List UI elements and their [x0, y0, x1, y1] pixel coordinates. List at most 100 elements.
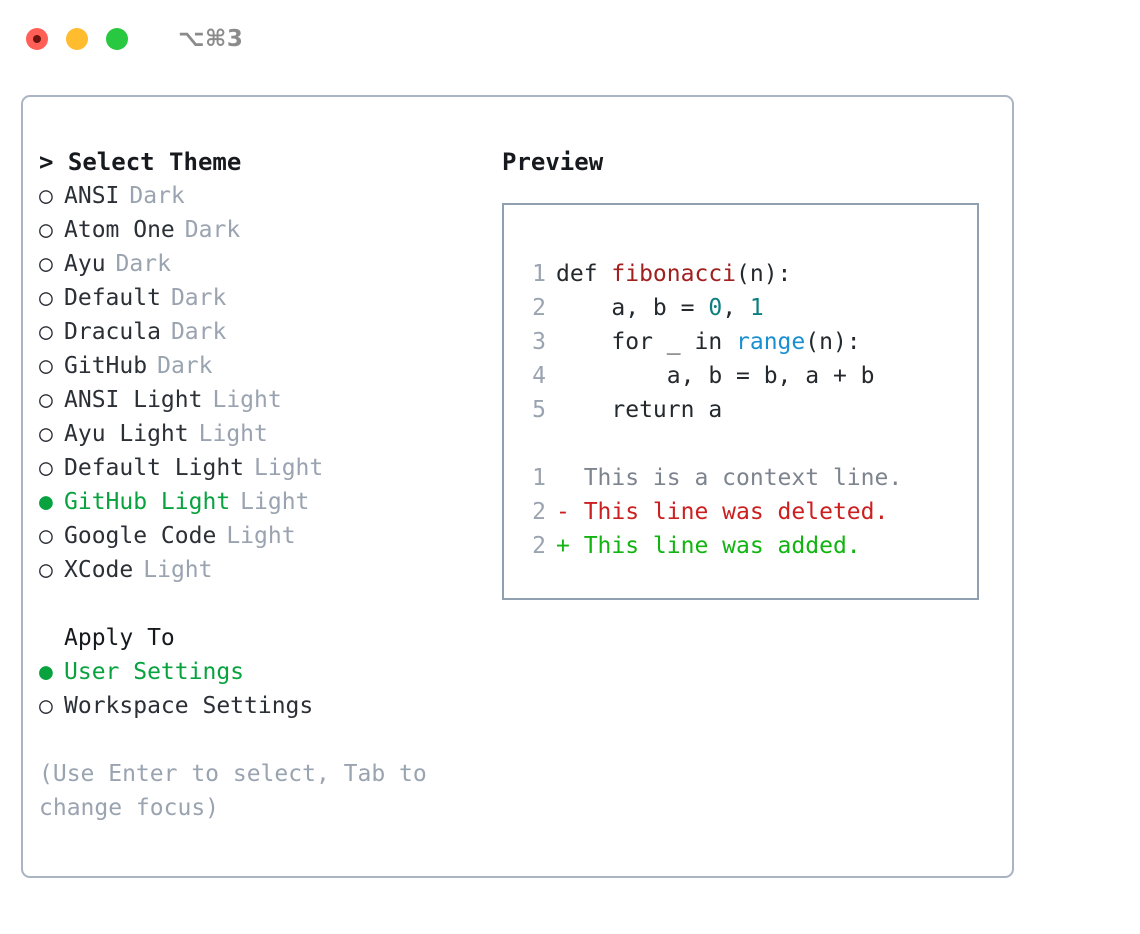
- diff-line-number: 1: [532, 465, 546, 491]
- code-token-plain: for _ in: [556, 329, 737, 355]
- theme-option-badge: Light: [240, 489, 310, 515]
- code-line-content: a, b = 0, 1: [556, 291, 763, 325]
- code-line: 2 a, b = 0, 1: [504, 291, 977, 325]
- theme-option-label: XCode: [64, 557, 134, 583]
- theme-option-badge: Light: [212, 387, 282, 413]
- theme-option-label: GitHub: [64, 353, 148, 379]
- code-token-num: 0: [708, 295, 723, 321]
- theme-option-label: ANSI: [64, 183, 120, 209]
- theme-option-default[interactable]: ○ Default Dark: [39, 281, 489, 315]
- apply-to-option-list[interactable]: ● User Settings ○Workspace Settings: [39, 655, 489, 723]
- radio-unselected-icon: ○: [39, 387, 53, 413]
- diff-line-del: 2- This line was deleted.: [504, 495, 977, 529]
- minimize-button[interactable]: [66, 28, 88, 50]
- code-line: 5 return a: [504, 393, 977, 427]
- theme-option-badge: Dark: [170, 285, 227, 311]
- radio-selected-icon: ●: [39, 659, 53, 685]
- code-token-plain: return a: [556, 397, 723, 423]
- radio-unselected-icon: ○: [39, 523, 53, 549]
- apply-to-option-workspace-settings[interactable]: ○Workspace Settings: [39, 689, 489, 723]
- radio-unselected-icon: ○: [39, 353, 53, 379]
- code-line-number: 1: [532, 261, 546, 287]
- radio-unselected-icon: ○: [39, 421, 53, 447]
- radio-unselected-icon: ○: [39, 251, 53, 277]
- apply-to-heading: ○ Apply To: [39, 621, 489, 655]
- theme-option-ansi-light[interactable]: ○ ANSI Light Light: [39, 383, 489, 417]
- code-token-plain: ,: [722, 295, 750, 321]
- preview-spacer: [504, 427, 977, 461]
- code-token-plain: a, b =: [556, 295, 709, 321]
- preview-heading: Preview: [502, 148, 604, 176]
- code-line-number: 3: [532, 329, 546, 355]
- theme-option-google-code[interactable]: ○ Google Code Light: [39, 519, 489, 553]
- theme-option-ayu-light[interactable]: ○ Ayu Light Light: [39, 417, 489, 451]
- apply-to-label: Apply To: [64, 625, 175, 651]
- theme-option-ayu[interactable]: ○ Ayu Dark: [39, 247, 489, 281]
- diff-line-text: + This line was added.: [556, 533, 861, 559]
- code-token-plain: (n):: [805, 329, 861, 355]
- theme-option-label: Google Code: [64, 523, 217, 549]
- theme-option-label: ANSI Light: [64, 387, 203, 413]
- code-line-content: return a: [556, 393, 722, 427]
- theme-option-label: GitHub Light: [64, 489, 231, 515]
- code-token-call: range: [736, 329, 806, 355]
- maximize-button[interactable]: [106, 28, 128, 50]
- theme-option-label: Default Light: [64, 455, 245, 481]
- theme-option-badge: Dark: [157, 353, 213, 379]
- apply-to-option-label: User Settings: [64, 659, 245, 685]
- code-token-plain: (n):: [736, 261, 792, 287]
- code-line-number: 5: [532, 397, 546, 423]
- apply-to-option-user-settings[interactable]: ● User Settings: [39, 655, 489, 689]
- theme-option-github-light[interactable]: ● GitHub Light Light: [39, 485, 489, 519]
- theme-option-badge: Light: [226, 523, 296, 549]
- code-token-plain: def: [556, 261, 612, 287]
- keyboard-shortcut-label: ⌥⌘3: [178, 26, 244, 52]
- diff-line-text: This is a context line.: [556, 465, 903, 491]
- code-line-number: 4: [532, 363, 546, 389]
- theme-option-label: Atom One: [64, 217, 175, 243]
- theme-option-badge: Dark: [129, 183, 185, 209]
- radio-unselected-icon: ○: [39, 285, 53, 311]
- theme-option-label: Ayu Light: [64, 421, 189, 447]
- code-line: 1 def fibonacci(n):: [504, 257, 977, 291]
- theme-option-badge: Dark: [184, 217, 241, 243]
- theme-option-badge: Dark: [170, 319, 227, 345]
- code-line-content: def fibonacci(n):: [556, 257, 791, 291]
- diff-line-text: - This line was deleted.: [556, 499, 889, 525]
- radio-unselected-icon: ○: [39, 455, 53, 481]
- theme-option-label: Default: [64, 285, 161, 311]
- diff-line-add: 2 + This line was added.: [504, 529, 977, 563]
- radio-unselected-icon: ○: [39, 319, 53, 345]
- theme-option-label: Ayu: [64, 251, 106, 277]
- theme-option-dracula[interactable]: ○ Dracula Dark: [39, 315, 489, 349]
- code-token-plain: a, b = b, a + b: [556, 363, 875, 389]
- radio-selected-icon: ●: [39, 489, 53, 515]
- code-line-content: a, b = b, a + b: [556, 359, 875, 393]
- code-line-content: for _ in range(n):: [556, 325, 861, 359]
- radio-unselected-icon: ○: [39, 557, 53, 583]
- select-theme-heading: > Select Theme: [39, 148, 242, 176]
- close-button[interactable]: [26, 28, 48, 50]
- diff-line-number: 2: [532, 533, 546, 559]
- apply-to-option-label: Workspace Settings: [64, 693, 314, 719]
- diff-sample: 1 This is a context line.2- This line wa…: [504, 461, 977, 563]
- theme-option-badge: Dark: [115, 251, 171, 277]
- theme-option-badge: Light: [198, 421, 268, 447]
- code-line: 4 a, b = b, a + b: [504, 359, 977, 393]
- keyboard-hint-text: (Use Enter to select, Tab to change focu…: [39, 761, 441, 821]
- code-line: 3 for _ in range(n):: [504, 325, 977, 359]
- title-bar: ⌥⌘3: [0, 0, 1140, 78]
- theme-option-label: Dracula: [64, 319, 161, 345]
- theme-option-github[interactable]: ○ GitHub Dark: [39, 349, 489, 383]
